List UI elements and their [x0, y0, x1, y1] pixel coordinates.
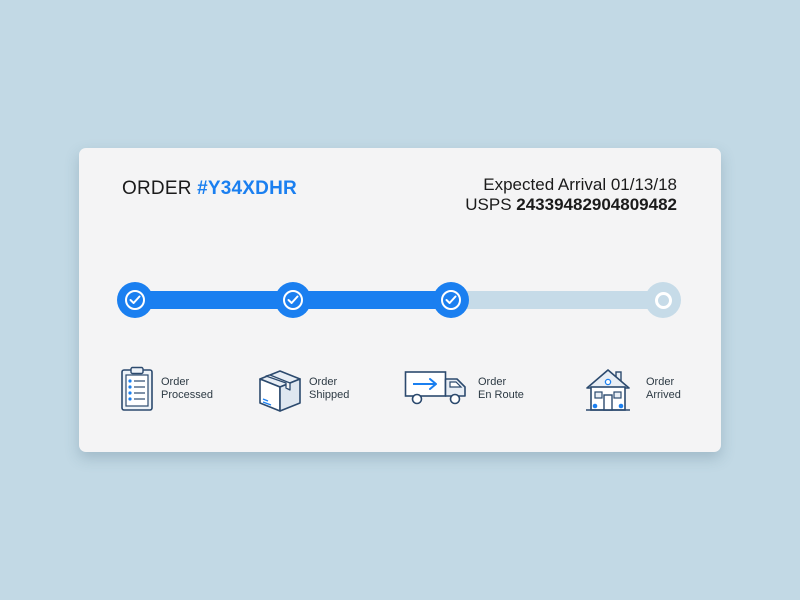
checkmark-circle-icon	[125, 290, 145, 310]
checkmark-circle-icon	[283, 290, 303, 310]
progress-track	[117, 281, 681, 319]
step-label-arrived: Order Arrived	[646, 376, 681, 402]
step-indicator-shipped	[275, 282, 311, 318]
step-label-line2: Arrived	[646, 389, 681, 401]
delivery-truck-icon	[404, 371, 466, 405]
order-title: ORDER #Y34XDHR	[122, 178, 297, 200]
carrier-name: USPS	[465, 195, 512, 214]
step-label-processed: Order Processed	[161, 376, 213, 402]
step-indicator-arrived	[645, 282, 681, 318]
step-label-line1: Order	[478, 376, 507, 388]
empty-circle-icon	[654, 291, 672, 309]
order-tracking-card: ORDER #Y34XDHR Expected Arrival 01/13/18…	[79, 148, 721, 452]
tracking-number: 24339482904809482	[516, 195, 677, 214]
order-id: #Y34XDHR	[197, 178, 297, 199]
step-label-line2: Shipped	[309, 389, 350, 401]
step-label-line2: En Route	[478, 389, 524, 401]
step-indicator-en-route	[433, 282, 469, 318]
expected-arrival: Expected Arrival 01/13/18	[483, 175, 677, 194]
step-indicator-processed	[117, 282, 153, 318]
checkmark-circle-icon	[441, 290, 461, 310]
tracking-line: USPS 24339482904809482	[465, 195, 677, 215]
step-label-line1: Order	[646, 376, 675, 388]
clipboard-checklist-icon	[121, 366, 153, 411]
step-label-line1: Order	[161, 376, 190, 388]
step-label-shipped: Order Shipped	[309, 376, 349, 402]
step-label-en-route: Order En Route	[478, 376, 524, 402]
package-box-icon	[259, 370, 301, 412]
step-label-line1: Order	[309, 376, 338, 388]
house-icon	[586, 369, 630, 411]
order-prefix: ORDER	[122, 178, 192, 199]
step-label-line2: Processed	[161, 389, 213, 401]
shipping-info: Expected Arrival 01/13/18 USPS 243394829…	[465, 175, 677, 215]
